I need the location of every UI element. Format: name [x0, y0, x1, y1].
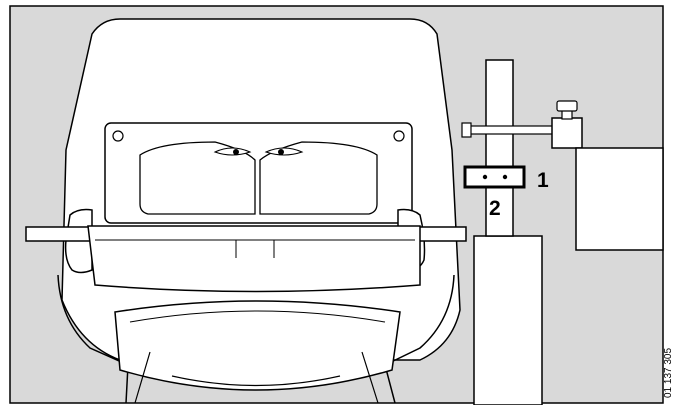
eye-left [213, 147, 252, 156]
neck-lines [134, 351, 379, 404]
figure-code: 01 137 305 [663, 348, 674, 398]
clamp-block [551, 117, 583, 149]
top-knob [556, 100, 578, 112]
vertical-column [485, 59, 514, 237]
chin-cup [114, 300, 401, 391]
pupil-left [233, 149, 239, 155]
callout-2: 2 [489, 197, 501, 220]
scale-marker [463, 165, 526, 189]
horizontal-arm [469, 125, 561, 135]
pupil-right [278, 149, 284, 155]
right-housing [575, 147, 664, 251]
mouthpiece-plate [87, 225, 421, 293]
eye-right [264, 147, 304, 156]
scale-marker-dot-right [502, 174, 508, 180]
support-block [473, 235, 543, 405]
callout-1: 1 [537, 169, 549, 192]
lower-body-contour [57, 274, 455, 404]
left-knob [461, 122, 472, 138]
visor-screw-right [393, 130, 405, 142]
scale-marker-dot-left [482, 174, 488, 180]
chin-cup-inner-curve [129, 310, 386, 323]
visor-screw-left [112, 130, 124, 142]
